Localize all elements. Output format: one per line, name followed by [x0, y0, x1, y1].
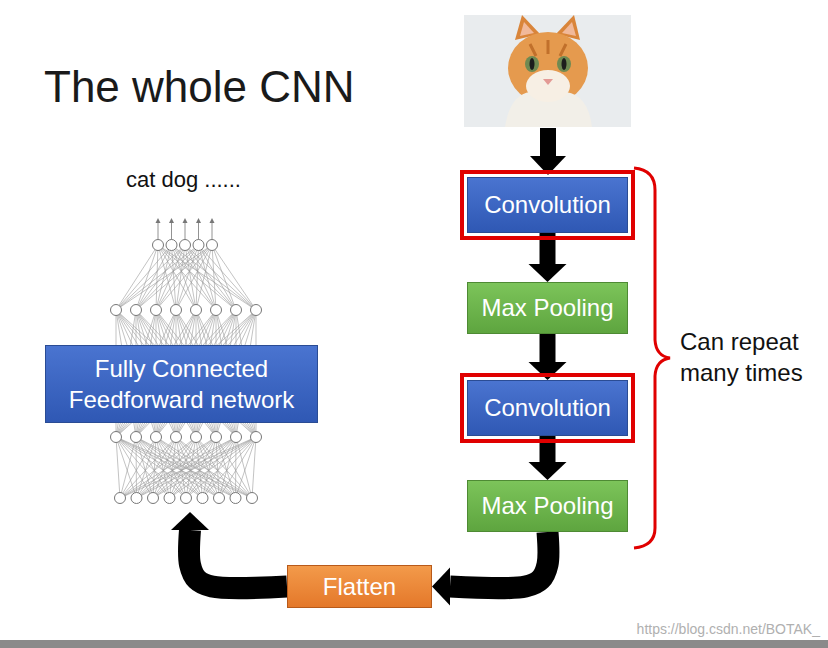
flatten-box: Flatten: [287, 565, 432, 608]
class-names: cat dog ......: [126, 166, 286, 195]
arrow-shaft: [450, 532, 548, 588]
cat-photo: [464, 15, 631, 127]
convolution-box: Convolution: [467, 177, 628, 233]
block-arrow: [529, 334, 567, 380]
repeat-bracket: [634, 168, 670, 548]
box-label: Max Pooling: [481, 292, 613, 323]
arrow-shaft: [189, 530, 287, 588]
box-label: Convolution: [484, 392, 611, 423]
block-arrow: [529, 233, 567, 282]
box-label: Max Pooling: [481, 490, 613, 521]
pooling-box: Max Pooling: [467, 480, 628, 532]
block-arrow: [432, 532, 548, 606]
box-label: Convolution: [484, 189, 611, 220]
convolution-box: Convolution: [467, 380, 628, 436]
arrow-head: [529, 264, 567, 282]
watermark: https://blog.csdn.net/BOTAK_: [560, 620, 820, 638]
arrow-shaft: [540, 334, 556, 362]
box-label: Flatten: [323, 571, 396, 602]
input-arrow: [530, 128, 566, 175]
diagram-title: The whole CNN: [44, 62, 355, 112]
fully-connected-box: Fully Connected Feedforward network: [45, 215, 318, 512]
pooling-box: Max Pooling: [467, 282, 628, 334]
bottom-bar: [0, 640, 828, 648]
network-label-box: Fully Connected Feedforward network: [45, 345, 318, 423]
arrow-head: [529, 362, 567, 380]
arrow-shaft: [540, 436, 556, 462]
arrow-head: [432, 568, 450, 606]
arrow-shaft: [540, 233, 556, 264]
repeat-note: Can repeat many times: [680, 326, 826, 388]
arrow-head: [171, 512, 209, 530]
box-label: Fully Connected Feedforward network: [56, 353, 307, 415]
block-arrow: [171, 512, 287, 588]
block-arrow: [529, 436, 567, 480]
arrow-head: [529, 462, 567, 480]
